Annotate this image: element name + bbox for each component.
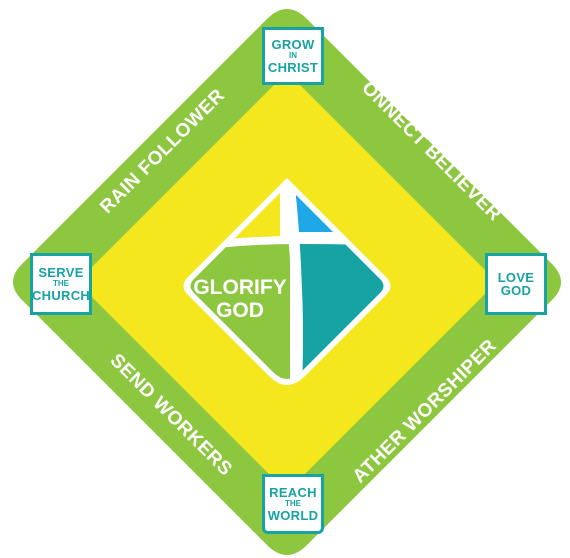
badge-bottom-line1: REACH	[269, 485, 317, 500]
cross-vertical-stroke	[282, 186, 303, 379]
badge-bottom-line2: THE	[285, 499, 301, 508]
badge-top-line3: CHRIST	[267, 60, 319, 75]
badge-left-line2: THE	[53, 279, 69, 288]
badge-reach-the-world: REACH THE WORLD	[262, 474, 324, 534]
center-label-line1: GLORIFY	[193, 276, 286, 299]
badge-left-line1: SERVE	[38, 265, 84, 280]
center-label-line2: GOD	[216, 299, 264, 322]
badge-top-line2: IN	[289, 51, 297, 60]
badge-right-line1: LOVE	[497, 270, 535, 285]
badge-bottom-line3: WORLD	[267, 508, 319, 523]
badge-grow-in-christ: GROW IN CHRIST	[262, 27, 324, 85]
badge-love-god: LOVE GOD	[485, 253, 547, 315]
badge-left-line3: CHURCH	[31, 288, 91, 303]
badge-right-line2: GOD	[500, 283, 532, 298]
badge-serve-the-church: SERVE THE CHURCH	[30, 253, 92, 315]
badge-top-line1: GROW	[271, 37, 315, 52]
